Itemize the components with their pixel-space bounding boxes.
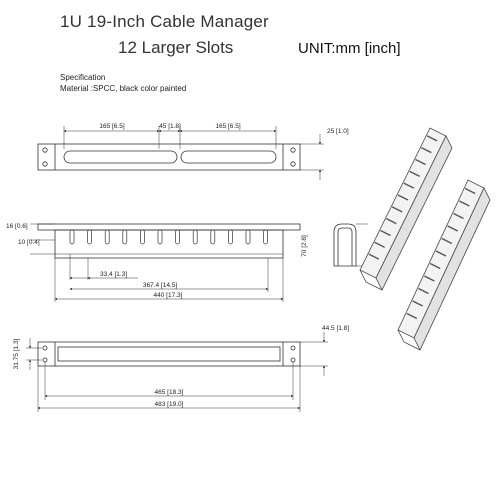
finger-slot [87,229,92,245]
mount-hole [290,357,296,363]
iso-tooth [391,206,403,213]
finger-slot [140,229,145,245]
iso-tooth [464,187,476,195]
front-view [30,223,301,302]
dim-side-finger: 16 [0.6] [6,223,28,230]
bottom-inner [57,346,281,362]
iso-tooth [447,225,458,232]
title-line-1: 1U 19-Inch Cable Manager [60,12,269,31]
finger-slot [228,229,233,245]
iso-tooth [368,253,380,260]
finger-slot [210,229,216,245]
iso-tooth [429,262,441,270]
dim-top-slot-left: 165 [6.5] [99,123,124,130]
mount-hole [42,345,48,351]
iso-tooth [386,218,397,225]
iso-tooth [424,275,435,282]
finger-slot [157,229,163,245]
dim-front-width: 440 [17.3] [154,292,183,299]
front-body [54,229,284,259]
mount-hole [290,147,296,153]
finger-row [69,229,268,245]
finger-slot [69,229,75,245]
dim-front-inner: 367.4 [14.5] [143,282,178,289]
dim-top-height: 25 [1.0] [327,128,349,135]
isometric-view-2 [397,179,491,351]
dim-bottom-depth: 44.5 [1.8] [322,325,349,332]
finger-slot [192,229,198,245]
mount-hole [42,147,48,153]
iso-tooth [397,194,409,201]
dim-side-base: 10 [0.4] [18,239,40,246]
finger-slot [175,229,180,245]
iso-tooth [403,182,415,189]
mount-hole [290,161,296,167]
mount-hole [42,161,48,167]
mount-hole [42,357,48,363]
dim-bottom-hole-span: 465 [18.3] [155,389,184,396]
finger-slot [122,229,128,245]
finger-slot [263,229,268,245]
finger-slot [245,229,251,245]
iso-tooth [374,241,385,248]
iso-tooth [380,229,391,237]
finger-slot [104,229,110,245]
spec-material: Material :SPCC, black color painted [60,84,187,93]
top-view [37,126,324,180]
top-view-panel [37,143,301,171]
iso-tooth [435,250,447,257]
front-top-bar [37,223,301,231]
dim-bottom-width: 483 [19.0] [155,401,184,408]
iso-tooth [453,212,464,220]
dim-depth: 70 [2.8] [301,235,308,257]
iso-tooth [418,287,429,295]
dim-top-slot-right: 165 [6.5] [215,123,240,130]
side-profile [333,223,368,267]
iso-tooth [406,312,418,320]
slot-right [180,150,277,164]
spec-heading: Specification [60,73,106,82]
dim-bottom-hole: 31.75 [1.3] [13,338,20,369]
slot-left [63,150,178,164]
unit-label: UNIT:mm [inch] [298,40,401,57]
iso-tooth [441,237,453,245]
mount-hole [290,345,296,351]
dim-front-pitch: 33.4 [1.3] [100,271,127,278]
specification: Specification Material :SPCC, black colo… [60,72,186,94]
title-line-2: 12 Larger Slots [118,38,234,57]
iso-tooth [409,170,420,177]
isometric-view-1 [359,127,453,291]
iso-tooth [426,135,438,142]
bottom-panel [37,341,301,367]
iso-tooth [415,158,426,166]
iso-tooth [421,147,432,154]
iso-tooth [459,200,470,207]
iso-tooth [412,300,423,307]
bottom-view [26,332,328,412]
dim-top-gap: 45 [1.8] [159,123,181,130]
